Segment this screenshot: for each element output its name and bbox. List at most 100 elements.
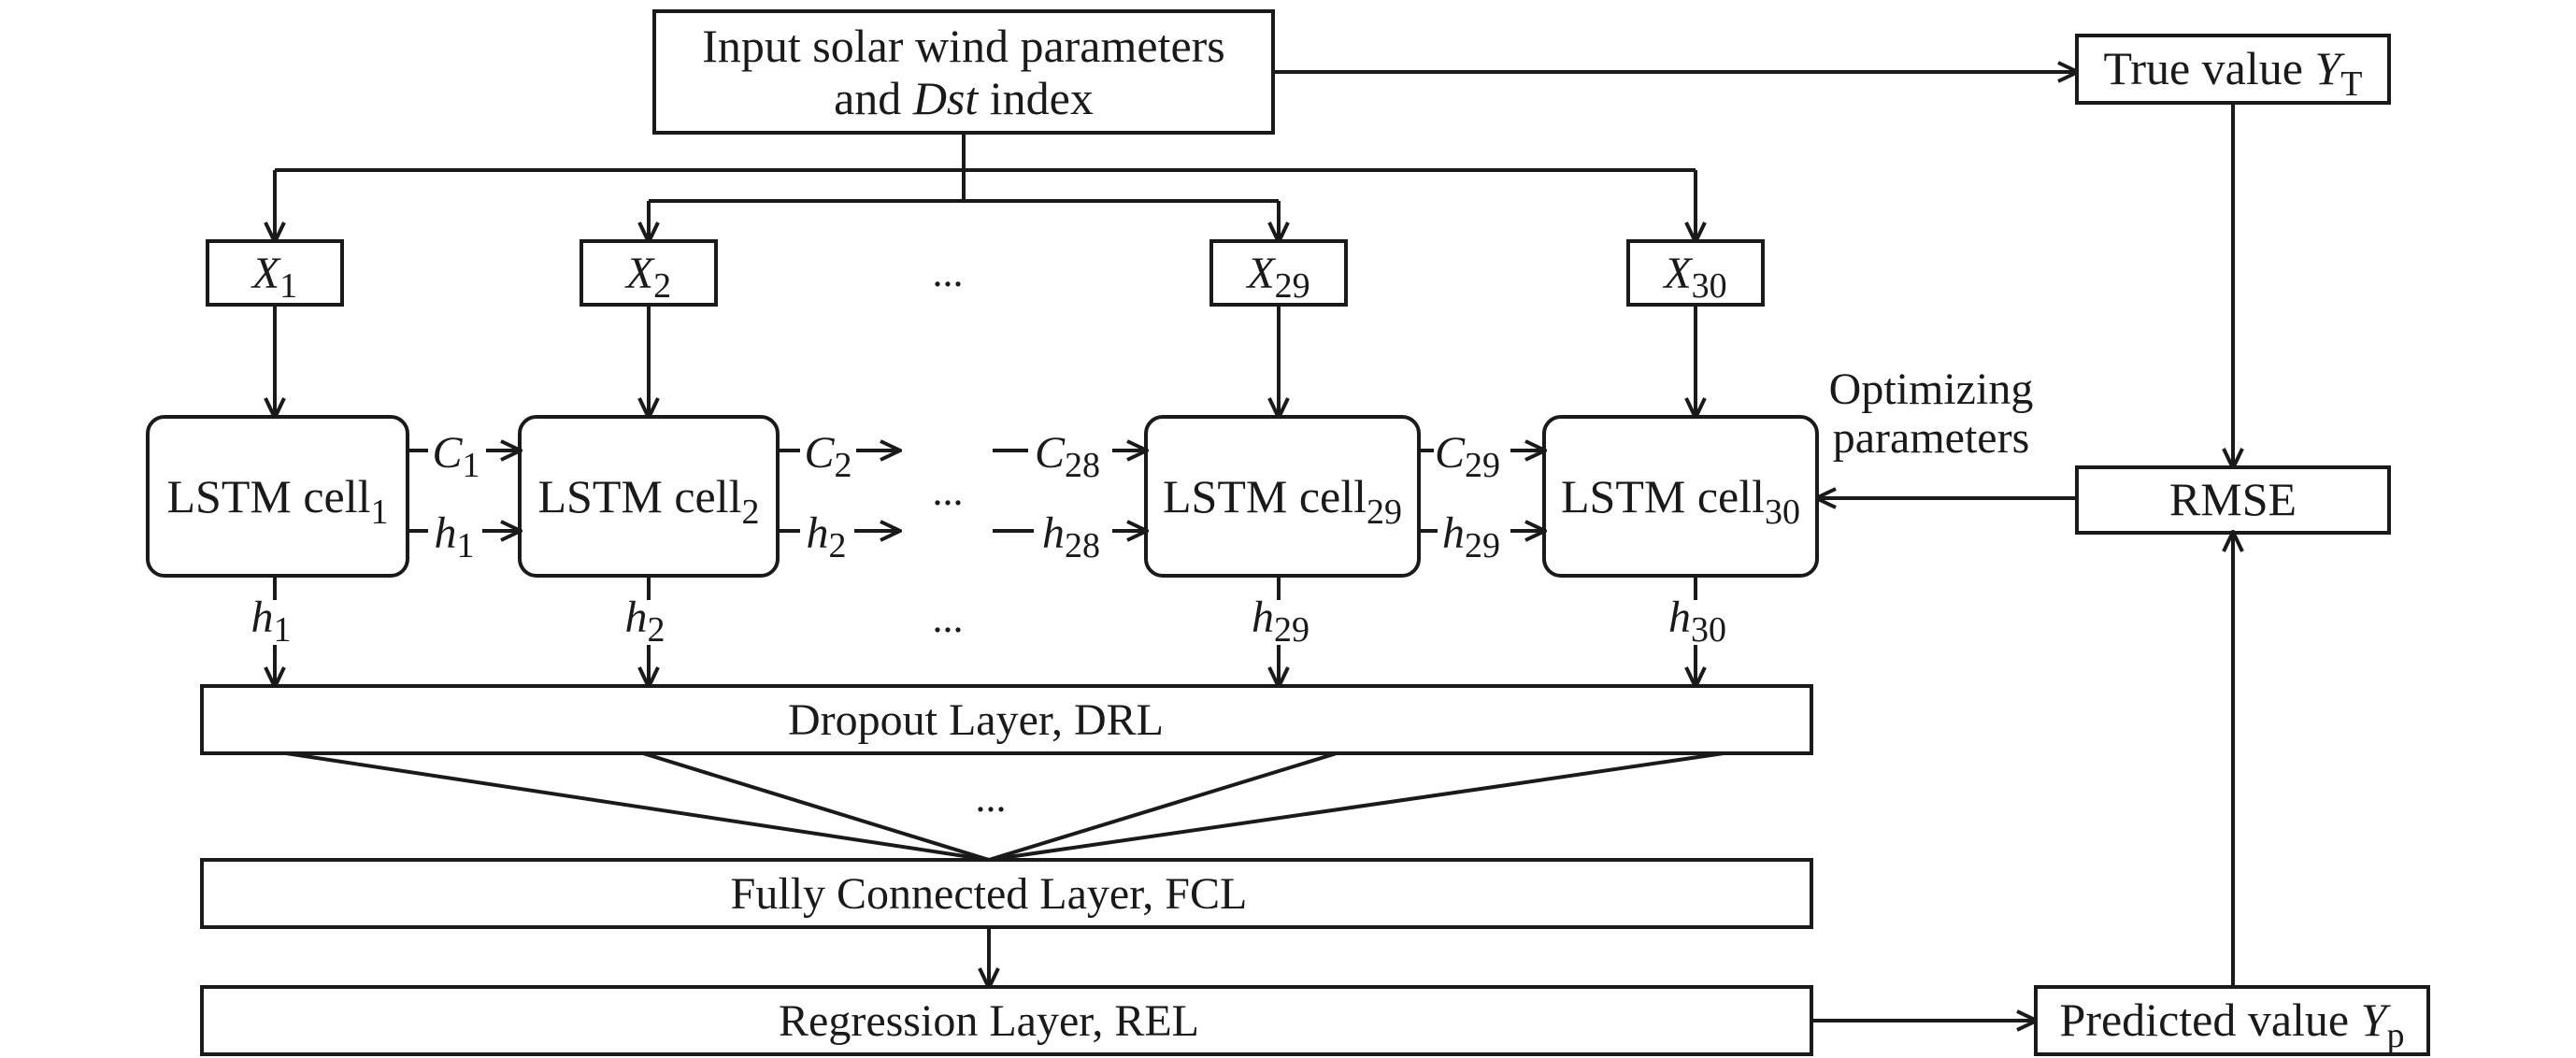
c2-subscript: 2: [835, 446, 852, 485]
cell30-label: LSTM cell: [1561, 470, 1765, 522]
input-box-dst: Dst: [912, 72, 980, 124]
out-h30-symbol: h: [1668, 593, 1691, 642]
svg-text:h29: h29: [1252, 593, 1309, 650]
predicted-value-subscript: p: [2386, 1016, 2404, 1055]
cell-output-arrows: h1 h2 h29 h30: [251, 576, 1726, 686]
predicted-value-box: Predicted value Yp: [2034, 985, 2430, 1056]
dropout-to-fcl-connections: [285, 751, 1724, 862]
regression-layer-label: Regression Layer, REL: [779, 996, 1199, 1046]
svg-text:LSTM cell1: LSTM cell1: [166, 470, 388, 532]
inputs-ellipsis: ...: [933, 250, 964, 295]
fully-connected-layer-label: Fully Connected Layer, FCL: [731, 869, 1248, 919]
svg-text:X29: X29: [1245, 249, 1309, 306]
dropout-layer: Dropout Layer, DRL: [200, 684, 1813, 755]
predicted-value-label: Predicted value: [2060, 994, 2361, 1046]
x1-subscript: 1: [279, 266, 297, 306]
h-link28-subscript: 28: [1065, 526, 1100, 565]
out-h2-subscript: 2: [648, 610, 665, 650]
svg-text:and Dst index: and Dst index: [834, 72, 1094, 124]
h-link1-subscript: 1: [457, 526, 475, 565]
input-box-line2-pre: and: [834, 72, 913, 124]
true-value-box: True value YT: [2075, 34, 2391, 105]
optimizing-line1: Optimizing: [1829, 365, 2034, 414]
h-link29-symbol: h: [1442, 508, 1465, 558]
out-h29-subscript: 29: [1274, 610, 1309, 650]
cell30-subscript: 30: [1765, 493, 1800, 532]
true-value-symbol: Y: [2314, 42, 2345, 94]
predicted-value-symbol: Y: [2361, 994, 2392, 1046]
out-h30-subscript: 30: [1691, 610, 1726, 650]
svg-text:h2: h2: [625, 593, 665, 650]
svg-text:LSTM cell30: LSTM cell30: [1561, 470, 1800, 532]
h-link29-subscript: 29: [1465, 526, 1500, 565]
svg-text:C2: C2: [804, 428, 852, 485]
svg-text:LSTM cell2: LSTM cell2: [537, 470, 759, 532]
x29-symbol: X: [1245, 249, 1276, 298]
svg-text:Predicted value Yp: Predicted value Yp: [2060, 994, 2405, 1055]
input-x1: X1: [206, 239, 344, 307]
out-h1-subscript: 1: [274, 610, 292, 650]
cell2-subscript: 2: [742, 493, 760, 532]
lstm-cell-30: LSTM cell30: [1542, 415, 1819, 578]
c28-symbol: C: [1035, 428, 1066, 478]
c1-subscript: 1: [463, 446, 480, 485]
x29-subscript: 29: [1275, 266, 1310, 306]
cell-state-links: C1 C2 C28 C29: [408, 428, 1544, 485]
optimizing-line2: parameters: [1833, 413, 2030, 463]
hidden-state-links: h1 h2 h28 h29: [408, 508, 1544, 565]
input-to-cell-arrows: [275, 305, 1696, 417]
fully-connected-layer: Fully Connected Layer, FCL: [200, 858, 1813, 929]
input-box-line2-post: index: [978, 72, 1094, 124]
svg-text:X2: X2: [624, 249, 671, 306]
cells-ellipsis: ...: [933, 468, 964, 514]
optimizing-parameters-label: Optimizing parameters: [1829, 365, 2034, 463]
input-x29: X29: [1209, 239, 1348, 307]
rmse-label: RMSE: [2169, 473, 2297, 525]
svg-text:X1: X1: [250, 249, 297, 306]
out-h2-symbol: h: [625, 593, 648, 642]
outputs-ellipsis: ...: [933, 595, 964, 641]
input-x30: X30: [1626, 239, 1765, 307]
h-link28-symbol: h: [1042, 508, 1065, 558]
svg-text:h28: h28: [1042, 508, 1100, 565]
x30-subscript: 30: [1692, 266, 1727, 306]
input-x2: X2: [580, 239, 718, 307]
svg-text:C29: C29: [1435, 428, 1500, 485]
svg-text:h1: h1: [435, 508, 475, 565]
lstm-cell-29: LSTM cell29: [1144, 415, 1421, 578]
lstm-cell-2: LSTM cell2: [518, 415, 780, 578]
svg-text:h30: h30: [1668, 593, 1726, 650]
c29-symbol: C: [1435, 428, 1466, 478]
x2-symbol: X: [624, 249, 655, 298]
h-link1-symbol: h: [435, 508, 457, 558]
c29-subscript: 29: [1465, 446, 1500, 485]
cell1-label: LSTM cell: [166, 470, 370, 522]
input-box: Input solar wind parameters and Dst inde…: [652, 9, 1275, 135]
svg-text:X30: X30: [1662, 249, 1726, 306]
x2-subscript: 2: [653, 266, 671, 306]
c28-subscript: 28: [1065, 446, 1100, 485]
out-h29-symbol: h: [1252, 593, 1274, 642]
svg-text:True value YT: True value YT: [2104, 42, 2363, 104]
h-link2-symbol: h: [807, 508, 829, 558]
cell29-label: LSTM cell: [1163, 470, 1367, 522]
svg-text:h2: h2: [807, 508, 847, 565]
dropout-layer-label: Dropout Layer, DRL: [788, 695, 1164, 745]
svg-text:LSTM cell29: LSTM cell29: [1163, 470, 1402, 532]
connections-ellipsis: ...: [976, 775, 1007, 821]
out-h1-symbol: h: [251, 593, 274, 642]
svg-text:Input solar wind parameters: Input solar wind parameters: [702, 20, 1225, 72]
x30-symbol: X: [1662, 249, 1693, 298]
cell29-subscript: 29: [1367, 493, 1402, 532]
lstm-cell-1: LSTM cell1: [146, 415, 409, 578]
rmse-box: RMSE: [2075, 465, 2391, 535]
c2-symbol: C: [804, 428, 835, 478]
regression-layer: Regression Layer, REL: [200, 985, 1813, 1056]
cell1-subscript: 1: [371, 493, 389, 532]
c1-symbol: C: [432, 428, 463, 478]
true-value-subscript: T: [2340, 64, 2362, 104]
h-link2-subscript: 2: [829, 526, 847, 565]
svg-text:h29: h29: [1442, 508, 1500, 565]
cell2-label: LSTM cell: [537, 470, 741, 522]
